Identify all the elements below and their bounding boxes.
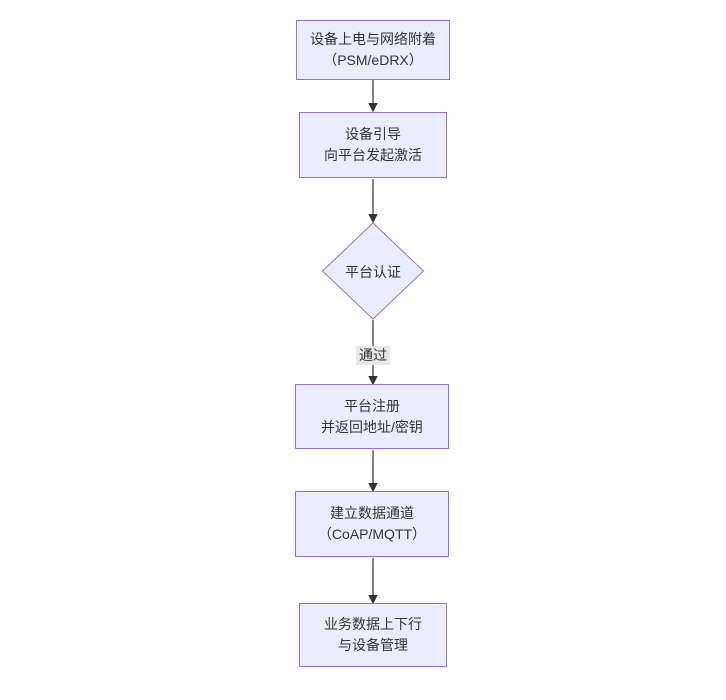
node-text-line: 并返回地址/密钥 [321, 418, 423, 435]
edge-label-pass: 通过 [356, 346, 390, 365]
node-platform-auth-label: 平台认证 [345, 264, 401, 280]
node-text-line: （CoAP/MQTT） [317, 526, 427, 542]
node-text-line: 业务数据上下行 [324, 616, 422, 632]
decision-node-shape [321, 222, 425, 320]
node-platform-register: 平台注册 并返回地址/密钥 [295, 384, 449, 449]
node-text-line: 与设备管理 [338, 637, 408, 653]
node-device-bootstrap: 设备引导 向平台发起激活 [299, 112, 447, 178]
node-text-line: （PSM/eDRX） [323, 52, 423, 68]
node-text-line: 向平台发起激活 [324, 147, 422, 163]
node-text-line: 设备上电与网络附着 [310, 31, 436, 47]
node-power-network-attach: 设备上电与网络附着 （PSM/eDRX） [296, 20, 450, 80]
node-data-channel: 建立数据通道 （CoAP/MQTT） [295, 491, 449, 557]
node-text-line: 设备引导 [345, 126, 401, 142]
node-text-line: 平台注册 [344, 397, 400, 414]
node-text-line: 建立数据通道 [330, 505, 414, 521]
node-business-data-mgmt: 业务数据上下行 与设备管理 [299, 603, 447, 667]
